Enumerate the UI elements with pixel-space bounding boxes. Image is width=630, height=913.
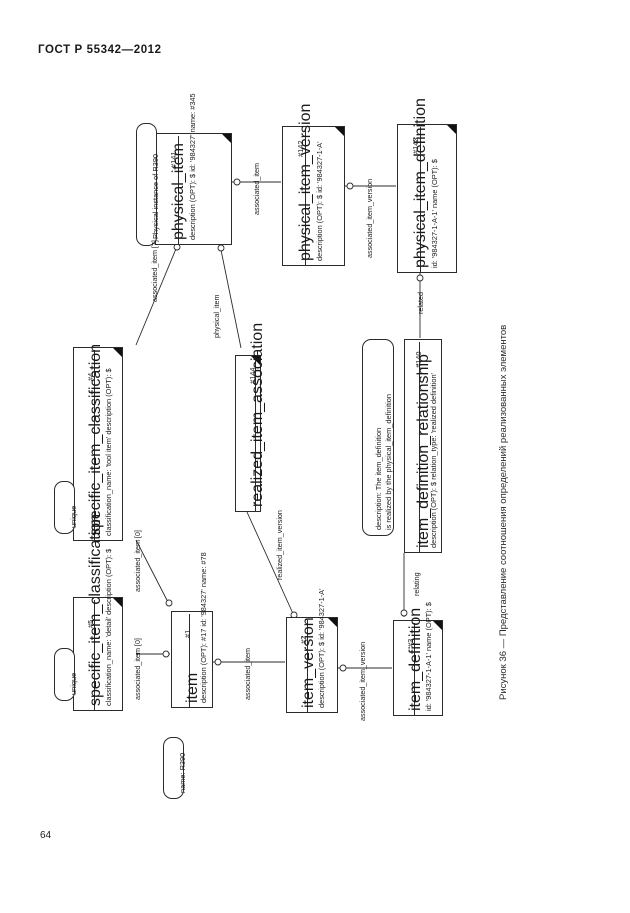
entity-attributes: description (OPT): $ id: '984327-1-A' — [317, 588, 326, 708]
entity-specific-item-classification-tool[interactable]: specific_item_classification classificat… — [73, 344, 123, 541]
attribute-row: relation_type: 'realized definition' — [429, 373, 438, 480]
note-physical-instance-of-r390: Physical instance of R390 — [136, 123, 160, 246]
attribute-row: classification_name: 'tool item' — [104, 436, 113, 536]
entity-id-tag: #1 — [183, 629, 192, 638]
entity-item-definition[interactable]: item_definition id: '984327-1-A-1' name … — [393, 602, 443, 716]
corner-marker — [335, 127, 344, 136]
entity-physical-item-version[interactable]: physical_item_version description (OPT):… — [282, 104, 345, 266]
entity-physical-item-definition[interactable]: physical_item_definition id: '984327-1-A… — [397, 98, 457, 273]
entity-id-tag: #141 — [169, 151, 178, 168]
edge-label-associated-item-0-top: associated_item [0] — [133, 530, 142, 592]
entity-attributes: description (OPT): #17 id: '984327' name… — [199, 552, 208, 703]
entity-id-tag: #4 — [86, 372, 95, 381]
edge-label-associated-item-version: associated_item_version — [358, 641, 367, 721]
entity-id-tag: #3 — [406, 638, 415, 647]
entity-id-tag: #143 — [411, 137, 420, 154]
entity-attributes: id: '984327-1-A-1' name (OPT): $ — [424, 602, 433, 711]
attribute-row: description (OPT): $ — [188, 173, 197, 240]
entity-attributes: description (OPT): $ id: '984327-1-A' — [315, 141, 324, 261]
entity-divider — [94, 600, 95, 710]
edge-label-associated-item-7: associated_item [7] — [150, 240, 159, 302]
note-line: is realized by the physical_item_definit… — [383, 394, 393, 530]
standard-header: ГОСТ Р 55342—2012 — [38, 44, 162, 56]
attribute-row: classification_name: 'detail' — [104, 616, 113, 706]
edge-label-related: related — [416, 292, 425, 314]
entity-title: realized_item_association — [249, 322, 266, 507]
edge-label-relating: relating — [412, 572, 421, 596]
entity-divider — [414, 623, 415, 715]
edge-label-physical-item: physical_item — [212, 294, 221, 338]
edge-label-realized-item-version: realized_item_version — [275, 510, 284, 580]
note-item-definition-realized: description: The item_definition is real… — [362, 339, 394, 536]
entity-physical-item[interactable]: physical_item description (OPT): $ id: '… — [155, 93, 232, 245]
attribute-row: id: '984327' — [199, 589, 208, 627]
corner-marker — [113, 598, 122, 607]
entity-attributes: classification_name: 'tool item' descrip… — [104, 368, 113, 536]
attribute-row: name: #345 — [188, 93, 197, 133]
entity-divider — [189, 614, 190, 707]
attribute-row: description (OPT): #17 — [199, 628, 208, 703]
attribute-row: description (OPT): $ — [104, 368, 113, 435]
entity-attributes: classification_name: 'detail' descriptio… — [104, 549, 113, 706]
corner-marker — [222, 134, 231, 143]
entity-divider — [94, 350, 95, 540]
entity-divider — [305, 129, 306, 265]
corner-marker — [447, 125, 456, 134]
note-line: description: The item_definition — [374, 427, 383, 530]
attribute-row: id: '984327-1-A' — [317, 588, 326, 640]
corner-marker — [328, 618, 337, 627]
entity-item-definition-relationship[interactable]: item_definition_relationship description… — [404, 339, 442, 553]
entity-title: specific_item_classification — [87, 513, 104, 706]
edge-label-associated-item-0-bottom: associated_item [0] — [133, 638, 142, 700]
corner-marker — [433, 621, 442, 630]
page-number: 64 — [40, 830, 52, 841]
entity-specific-item-classification-detail[interactable]: specific_item_classification classificat… — [73, 514, 123, 711]
attribute-row: id: '984327-1-A-1' — [430, 210, 439, 268]
entity-title: item_version — [300, 617, 317, 708]
attribute-row: name: #78 — [199, 552, 208, 588]
edge-label-associated-item: associated_item — [243, 648, 252, 700]
attribute-row: id: '984327-1-A' — [315, 141, 324, 193]
entity-divider — [178, 136, 179, 244]
attribute-row: description (OPT): $ — [315, 194, 324, 261]
entity-id-tag: #2 — [299, 635, 308, 644]
figure-caption: Рисунок 36 — Представление соотношения о… — [498, 324, 509, 700]
entity-item-version[interactable]: item_version description (OPT): $ id: '9… — [286, 588, 338, 713]
note-line: Physical instance of R390 — [151, 153, 160, 239]
note-unique-top: unique — [54, 481, 78, 534]
entity-id-tag: #142 — [296, 140, 305, 157]
edge-label-associated-item-141-142: associated_item — [252, 163, 261, 215]
entity-title: item_definition — [407, 607, 424, 711]
corner-marker — [113, 348, 122, 357]
attribute-row: name (OPT): $ — [424, 602, 433, 652]
entity-divider — [420, 127, 421, 272]
attribute-row: description (OPT): $ — [104, 548, 113, 615]
entity-id-tag: #140 — [414, 351, 423, 368]
entity-title: physical_item_version — [297, 103, 314, 261]
note-line: name: R390 — [178, 752, 187, 793]
entity-attributes: id: '984327-1-A-1' name (OPT): $ — [430, 159, 439, 268]
entity-divider — [419, 342, 420, 552]
attribute-row: description (OPT): $ — [317, 641, 326, 708]
entity-title: physical_item_definition — [412, 98, 429, 268]
entity-item[interactable]: item description (OPT): #17 id: '984327'… — [171, 552, 213, 708]
entity-id-tag: #144 — [248, 367, 257, 384]
entity-id-tag: #5 — [86, 619, 95, 628]
attribute-row: id: '984327-1-A-1' — [424, 653, 433, 711]
note-name-r390: name: R390 — [163, 737, 187, 799]
note-unique-bottom: unique — [54, 648, 78, 701]
note-line: unique — [69, 672, 78, 695]
note-line: unique — [69, 505, 78, 528]
attribute-row: name (OPT): $ — [430, 159, 439, 209]
attribute-row: id: '984327' — [188, 134, 197, 172]
edge-label-associated-item-version-142-143: associated_item_version — [365, 178, 374, 258]
entity-attributes: description (OPT): $ relation_type: 'rea… — [429, 373, 438, 548]
entity-divider — [307, 620, 308, 712]
entity-divider — [255, 358, 256, 511]
entity-attributes: description (OPT): $ id: '984327' name: … — [188, 93, 197, 240]
entity-realized-item-association[interactable]: realized_item_association #144 — [235, 323, 266, 512]
attribute-row: description (OPT): $ — [429, 481, 438, 548]
